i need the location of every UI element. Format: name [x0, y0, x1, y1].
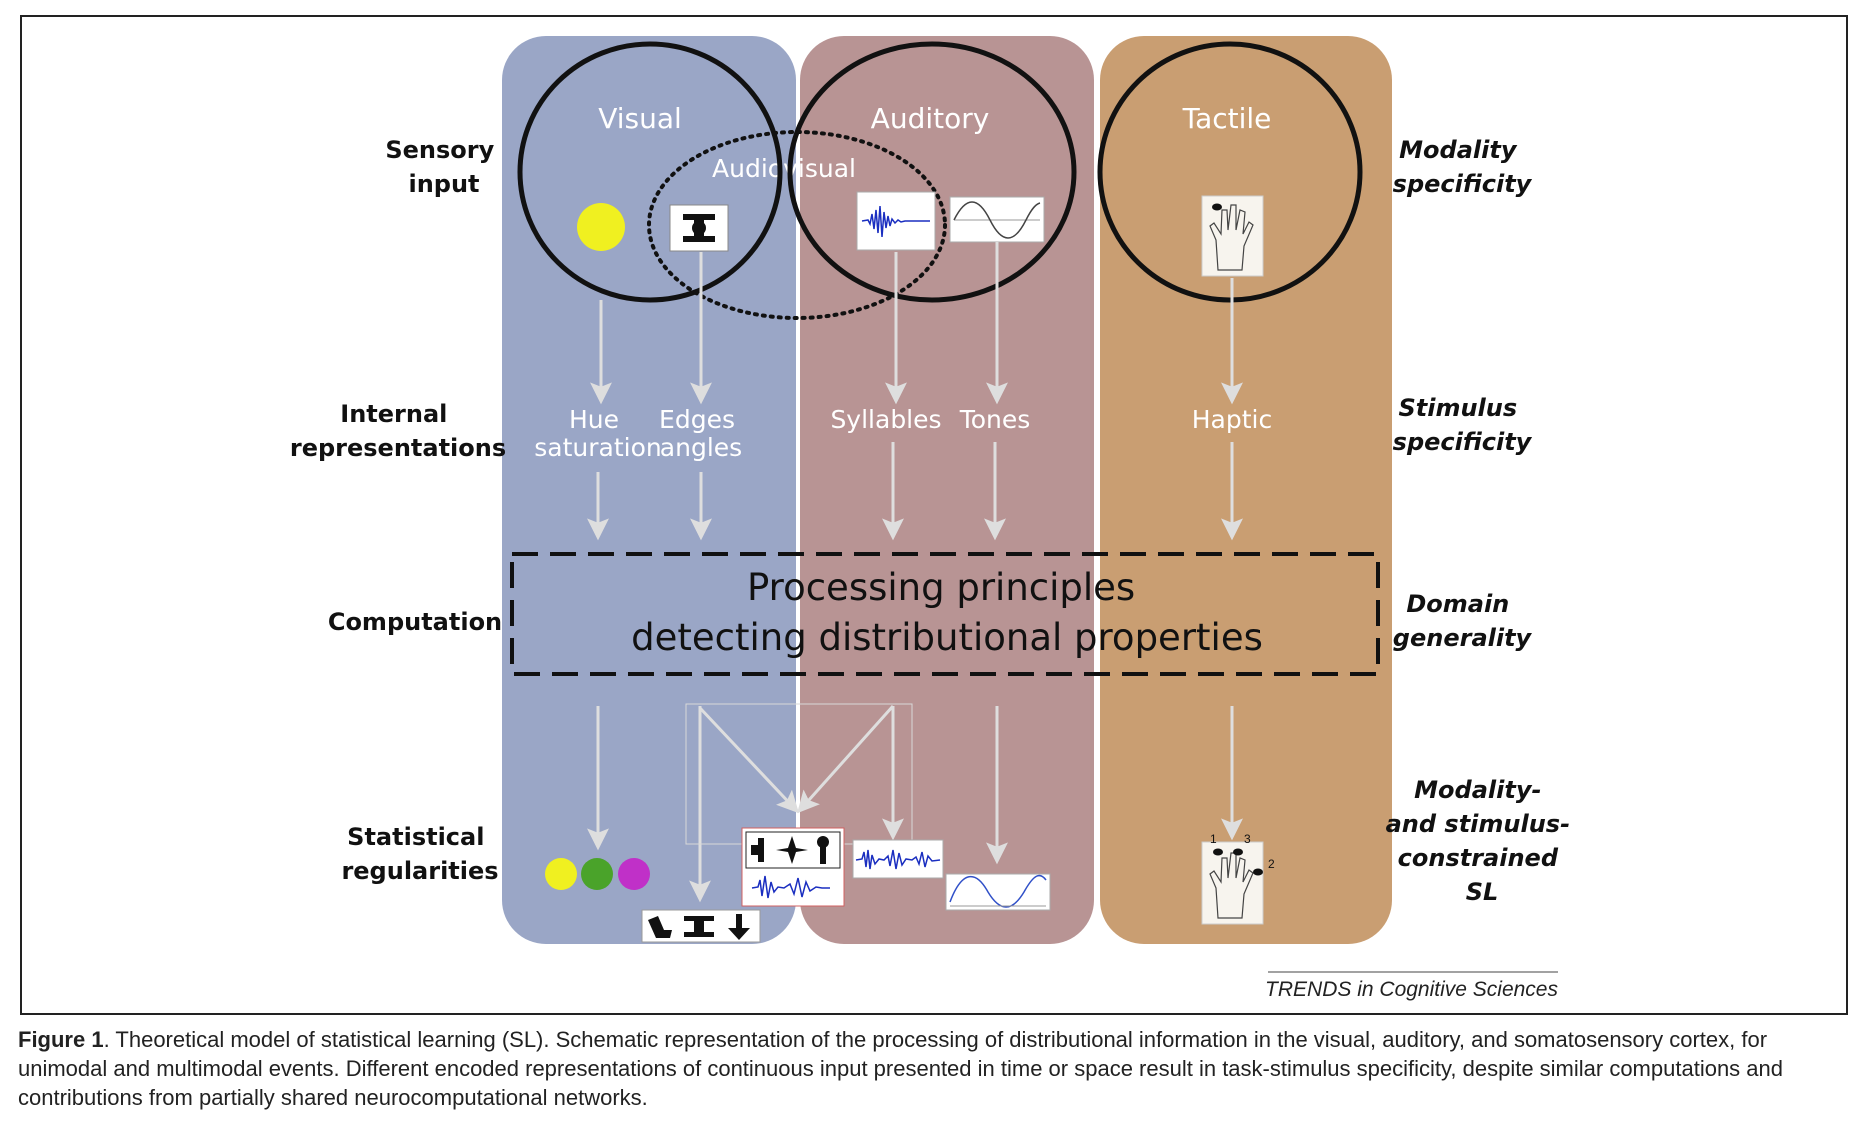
audiovisual-regularity: [741, 827, 845, 907]
row-label-statistical: Statistical regularities: [341, 823, 498, 885]
figure-caption: Figure 1. Theoretical model of statistic…: [18, 1025, 1850, 1112]
hand-number-3: 3: [1244, 832, 1251, 846]
processing-text: Processing principles detecting distribu…: [631, 566, 1263, 659]
arrows-computation-to-regularities: [587, 705, 1243, 903]
arrows-internal-to-computation: [587, 442, 1243, 541]
rep-tones: Tones: [959, 405, 1031, 434]
row-label-sensory: Sensory input: [385, 136, 502, 198]
ibeam-shape-stimulus: [669, 204, 729, 252]
shape-sequence-regularity: [641, 909, 761, 943]
color-dots-regularity: [545, 858, 650, 890]
visual-panel: [502, 36, 796, 944]
rep-haptic: Haptic: [1192, 405, 1272, 434]
column-title-tactile: Tactile: [1182, 102, 1272, 135]
hand-regularity: 1 3 2: [1201, 832, 1275, 925]
arrows-sensory-to-internal: [590, 242, 1243, 405]
figure-diagram: Sensory input Internal representations C…: [20, 15, 1848, 1015]
row-label-constrained: Modality- and stimulus- constrained SL: [1386, 776, 1579, 906]
hand-number-1: 1: [1210, 832, 1217, 846]
column-title-visual: Visual: [598, 102, 682, 135]
audiovisual-circle: [647, 130, 947, 320]
column-title-auditory: Auditory: [871, 102, 990, 135]
rep-edges: Edges angles: [659, 405, 743, 462]
row-label-stimulus: Stimulus specificity: [1393, 394, 1533, 456]
rep-syllables: Syllables: [830, 405, 941, 434]
hand-stimulus: [1201, 195, 1264, 277]
credit-text: TRENDS in Cognitive Sciences: [1265, 978, 1558, 1001]
processing-box: [510, 552, 1380, 676]
rep-hue: Hue saturation: [534, 405, 661, 462]
tone-regularity: [945, 873, 1051, 911]
speech-waveform-stimulus: [856, 191, 936, 251]
yellow-dot-stimulus: [577, 203, 625, 251]
row-label-computation: Computation: [328, 608, 502, 636]
caption-text: . Theoretical model of statistical learn…: [18, 1027, 1783, 1110]
sine-tone-stimulus: [949, 196, 1045, 243]
tactile-circle: [1097, 41, 1363, 303]
auditory-panel: [800, 36, 1094, 944]
syllable-regularity: [852, 839, 944, 879]
auditory-circle: [787, 41, 1077, 303]
caption-label: Figure 1: [18, 1027, 104, 1052]
visual-circle: [517, 41, 783, 303]
hand-number-2: 2: [1268, 857, 1275, 871]
row-label-internal: Internal representations: [290, 400, 506, 462]
row-label-modality: Modality specificity: [1393, 136, 1533, 198]
tactile-panel: [1100, 36, 1392, 944]
audiovisual-label: Audiovisual: [712, 154, 856, 183]
row-label-domain: Domain generality: [1393, 590, 1533, 652]
